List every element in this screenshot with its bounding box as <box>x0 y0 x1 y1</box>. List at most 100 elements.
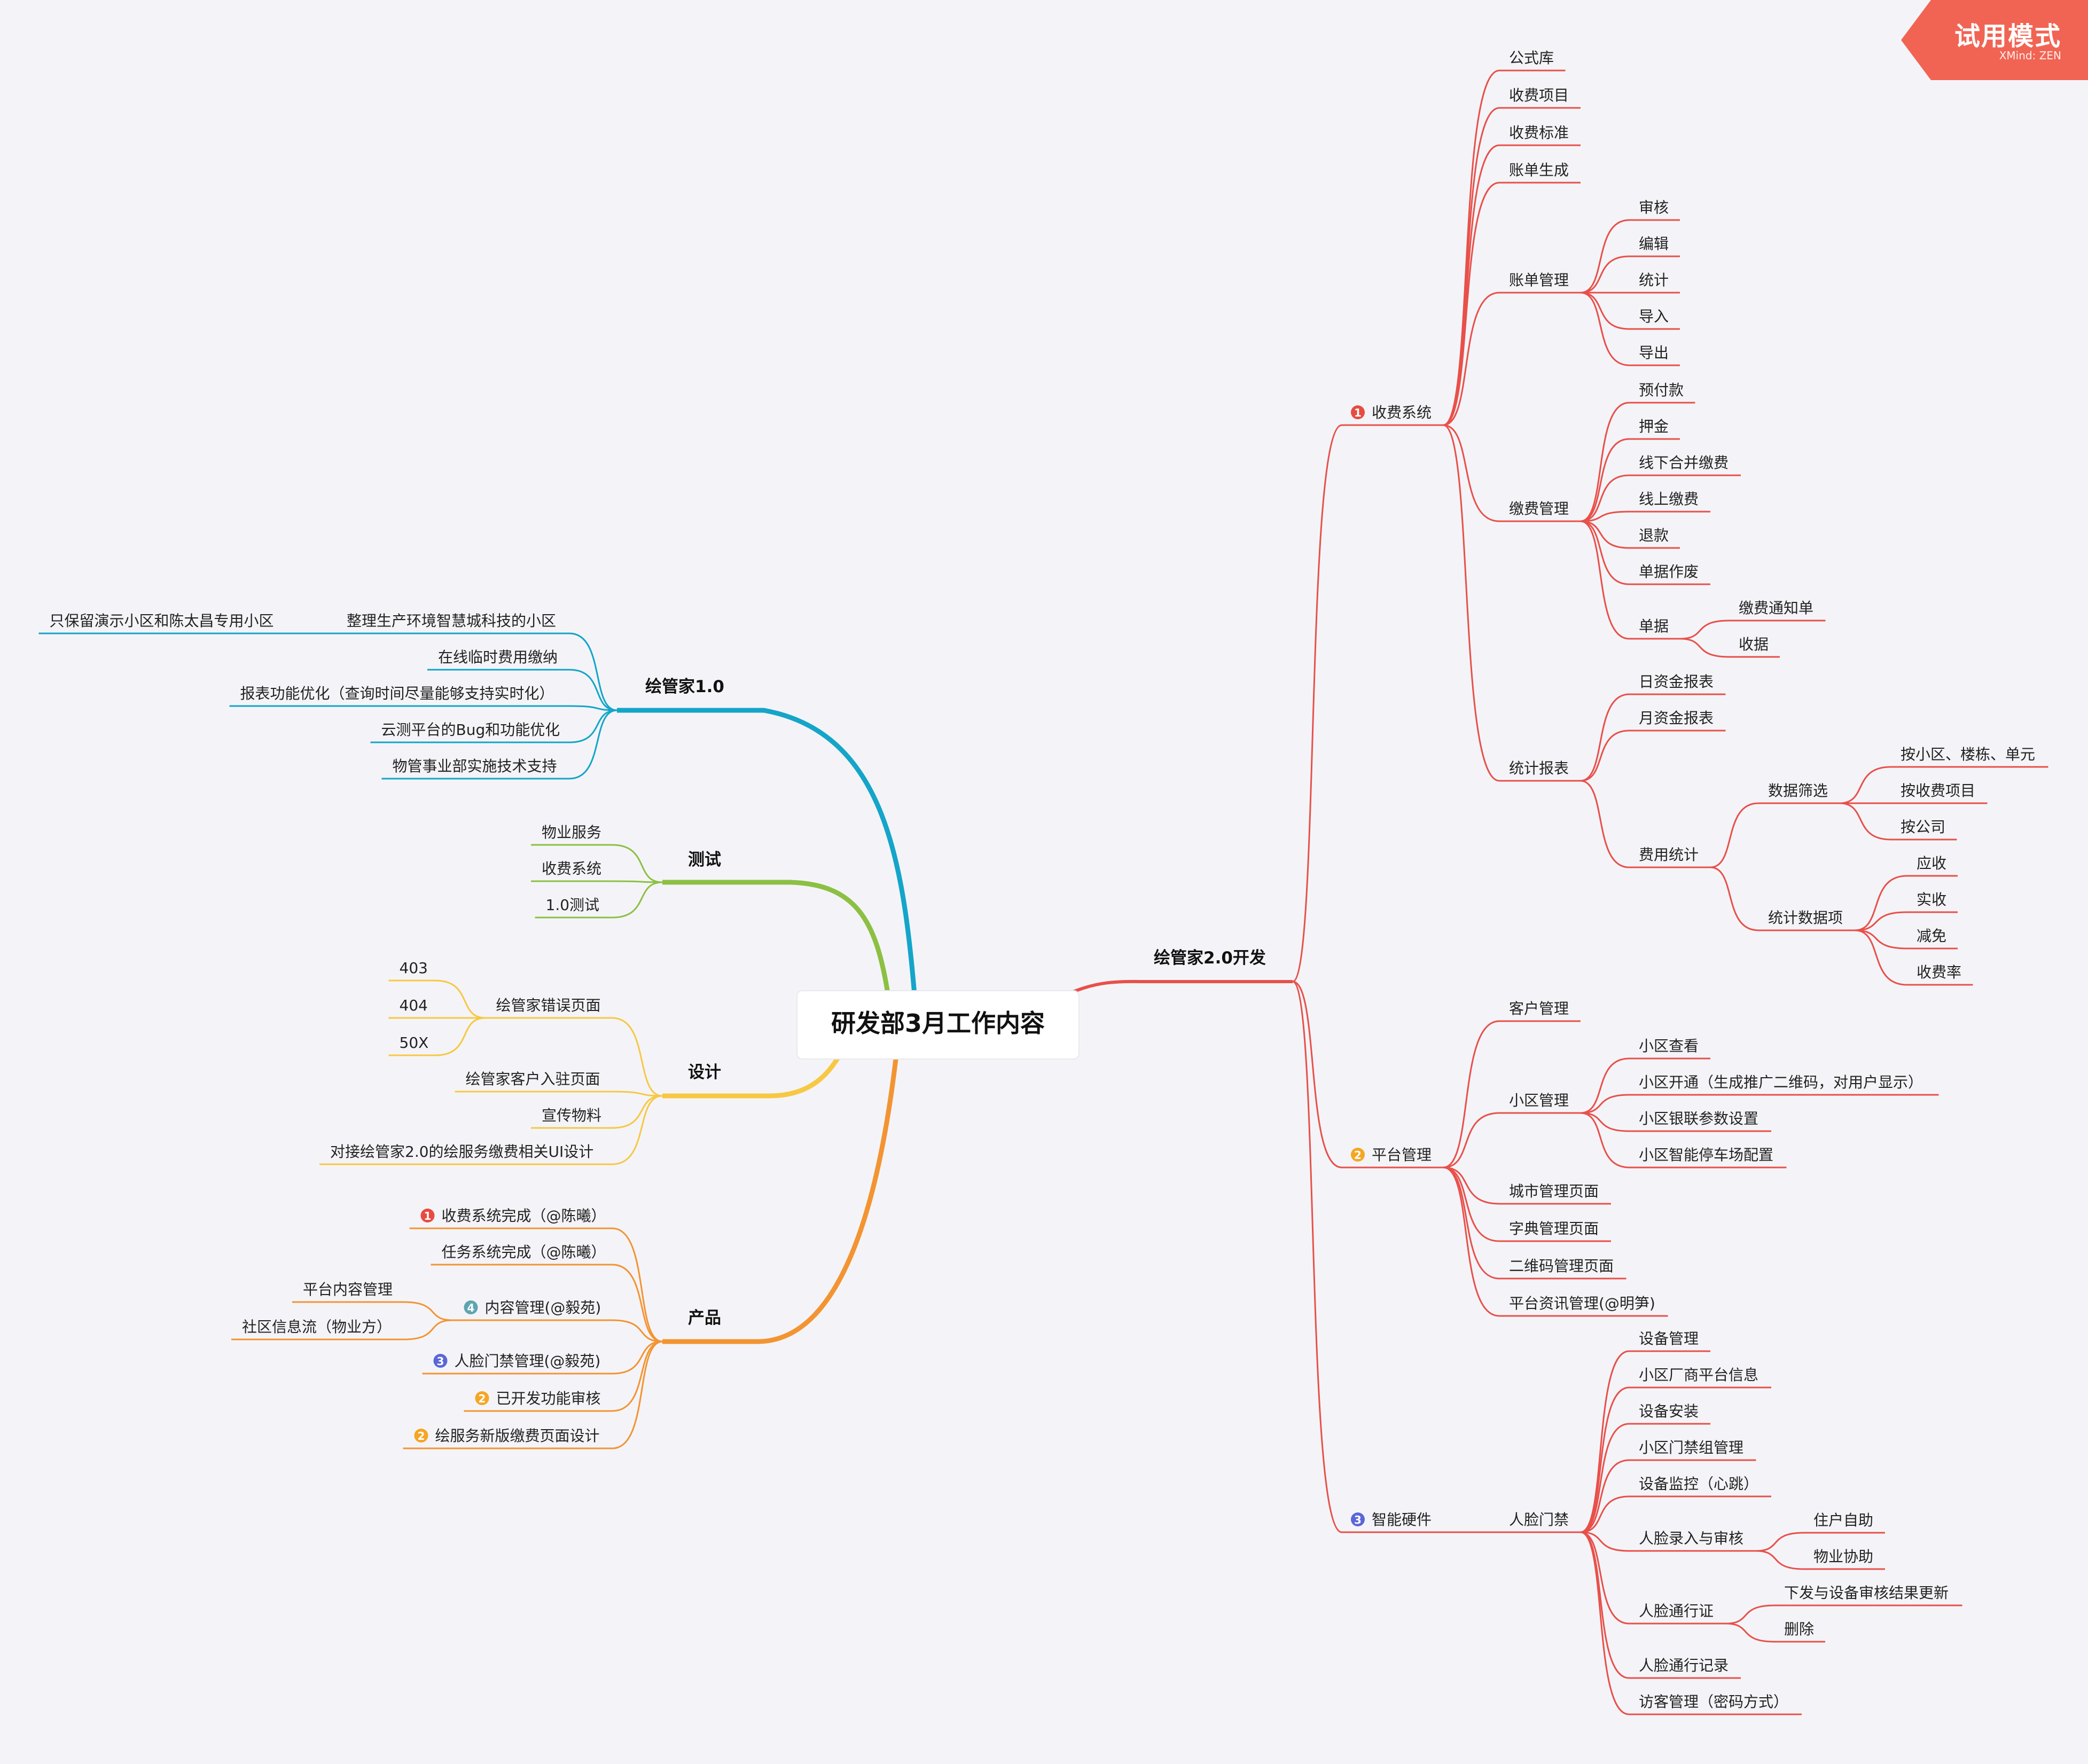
error-code-403[interactable]: 403 <box>400 959 428 977</box>
content-item-1[interactable]: 社区信息流（物业方） <box>242 1318 392 1336</box>
error-code-404[interactable]: 404 <box>400 997 428 1014</box>
topic-fee-stats[interactable]: 费用统计 <box>1639 846 1699 864</box>
node-[interactable]: 退款 <box>1639 527 1669 544</box>
priority-2-icon: 2 <box>475 1391 489 1405</box>
node-[interactable]: 押金 <box>1639 418 1669 435</box>
branch-v1[interactable]: 绘管家1.0 <box>645 677 724 696</box>
test-item-2[interactable]: 1.0测试 <box>546 896 600 914</box>
node-[interactable]: 人脸通行记录 <box>1639 1657 1729 1674</box>
node-[interactable]: 账单生成 <box>1509 161 1569 179</box>
svg-text:2: 2 <box>479 1392 486 1405</box>
product-item-5[interactable]: 绘服务新版缴费页面设计 <box>435 1427 600 1445</box>
node-[interactable]: 设备监控（心跳） <box>1639 1475 1758 1493</box>
node-[interactable]: 小区智能停车场配置 <box>1639 1146 1773 1164</box>
node-[interactable]: 报表功能优化（查询时间尽量能够支持实时化） <box>240 685 554 702</box>
node-[interactable]: 城市管理页面 <box>1509 1182 1599 1200</box>
branch-product[interactable]: 产品 <box>688 1308 721 1328</box>
node-[interactable]: 二维码管理页面 <box>1509 1257 1614 1275</box>
node-[interactable]: 小区查看 <box>1639 1037 1699 1055</box>
branch-design[interactable]: 设计 <box>688 1063 721 1082</box>
node-[interactable]: 减免 <box>1917 927 1946 945</box>
svg-text:2: 2 <box>1354 1149 1362 1162</box>
node-[interactable]: 物业协助 <box>1813 1548 1873 1565</box>
node-bug[interactable]: 云测平台的Bug和功能优化 <box>381 721 560 739</box>
node-[interactable]: 整理生产环境智慧城科技的小区 <box>347 612 556 630</box>
topic-platform-mgmt[interactable]: 平台管理 <box>1372 1146 1432 1164</box>
node-[interactable]: 审核 <box>1639 199 1669 216</box>
topic-stat-report[interactable]: 统计报表 <box>1509 759 1569 777</box>
topic-fee-system[interactable]: 收费系统 <box>1372 404 1432 421</box>
error-code-50x[interactable]: 50X <box>400 1034 429 1052</box>
svg-text:3: 3 <box>1354 1514 1362 1526</box>
topic-stat-metrics[interactable]: 统计数据项 <box>1768 909 1843 927</box>
branch-test[interactable]: 测试 <box>688 850 721 869</box>
topic-receipt[interactable]: 单据 <box>1639 617 1669 635</box>
topic-face-pass[interactable]: 人脸通行证 <box>1639 1602 1714 1620</box>
topic-face-access[interactable]: 人脸门禁 <box>1509 1511 1569 1528</box>
topic-payment-mgmt[interactable]: 缴费管理 <box>1509 500 1569 518</box>
node-[interactable]: 删除 <box>1784 1620 1814 1638</box>
node-[interactable]: 预付款 <box>1639 381 1684 399</box>
node-[interactable]: 客户管理 <box>1509 1000 1569 1017</box>
node-[interactable]: 收费标准 <box>1509 124 1569 142</box>
product-item-3[interactable]: 人脸门禁管理(@毅苑) <box>455 1352 601 1370</box>
svg-text:2: 2 <box>418 1430 425 1442</box>
node-[interactable]: 统计 <box>1639 271 1669 289</box>
node-[interactable]: 单据作废 <box>1639 563 1699 581</box>
product-item-4[interactable]: 已开发功能审核 <box>496 1390 601 1407</box>
node-[interactable]: 访客管理（密码方式） <box>1639 1693 1788 1711</box>
node-[interactable]: 在线临时费用缴纳 <box>438 648 558 666</box>
topic-community-mgmt[interactable]: 小区管理 <box>1509 1092 1569 1109</box>
node-[interactable]: 应收 <box>1917 854 1946 872</box>
svg-text:1: 1 <box>424 1210 432 1222</box>
node-[interactable]: 线下合并缴费 <box>1639 454 1729 472</box>
node-[interactable]: 字典管理页面 <box>1509 1220 1599 1237</box>
root-topic[interactable]: 研发部3月工作内容 <box>796 990 1080 1060</box>
node-[interactable]: 只保留演示小区和陈太昌专用小区 <box>50 612 274 630</box>
node-[interactable]: 日资金报表 <box>1639 673 1714 691</box>
node-[interactable]: 小区厂商平台信息 <box>1639 1366 1758 1384</box>
node-[interactable]: 收据 <box>1739 636 1769 653</box>
node-[interactable]: 下发与设备审核结果更新 <box>1784 1584 1949 1602</box>
node-[interactable]: 公式库 <box>1509 49 1554 67</box>
topic-error-pages[interactable]: 绘管家错误页面 <box>496 997 601 1014</box>
product-item-0[interactable]: 收费系统完成（@陈曦） <box>442 1207 606 1225</box>
node-[interactable]: 实收 <box>1917 891 1946 908</box>
node-[interactable]: 绘管家客户入驻页面 <box>466 1070 600 1088</box>
node-[interactable]: 导入 <box>1639 308 1669 325</box>
node-[interactable]: 按公司 <box>1901 818 1945 836</box>
topic-fee-items[interactable]: 收费项目 <box>1509 87 1569 104</box>
node-[interactable]: 物管事业部实施技术支持 <box>393 757 557 775</box>
test-item-1[interactable]: 收费系统 <box>542 860 601 877</box>
topic-face-entry[interactable]: 人脸录入与审核 <box>1639 1530 1743 1547</box>
node-[interactable]: 导出 <box>1639 344 1669 362</box>
node-[interactable]: 小区开通（生成推广二维码，对用户显示） <box>1639 1073 1923 1091</box>
priority-4-icon: 4 <box>464 1300 478 1314</box>
topic-data-filter[interactable]: 数据筛选 <box>1768 782 1828 799</box>
node-[interactable]: 住户自助 <box>1813 1511 1873 1529</box>
trial-mode-ribbon[interactable]: 试用模式 XMind: ZEN <box>1901 0 2088 80</box>
product-item-1[interactable]: 任务系统完成（@陈曦） <box>442 1243 606 1261</box>
node-[interactable]: 收费率 <box>1917 963 1961 981</box>
node-2-0-ui[interactable]: 对接绘管家2.0的绘服务缴费相关UI设计 <box>330 1143 593 1161</box>
node-[interactable]: 小区银联参数设置 <box>1639 1110 1758 1127</box>
node-[interactable]: 宣传物料 <box>542 1107 601 1124</box>
branch-v2-dev[interactable]: 绘管家2.0开发 <box>1154 948 1266 968</box>
node-[interactable]: 月资金报表 <box>1639 709 1714 727</box>
content-item-0[interactable]: 平台内容管理 <box>303 1281 393 1298</box>
node-[interactable]: 按收费项目 <box>1901 782 1975 799</box>
node-[interactable]: 编辑 <box>1639 235 1669 253</box>
node-[interactable]: 线上缴费 <box>1639 490 1699 508</box>
node-[interactable]: 平台资讯管理(@明笋) <box>1509 1295 1655 1312</box>
node-[interactable]: 设备安装 <box>1639 1402 1699 1420</box>
node-[interactable]: 设备管理 <box>1639 1330 1699 1347</box>
node-[interactable]: 缴费通知单 <box>1739 599 1813 617</box>
priority-1-icon: 1 <box>1351 405 1365 419</box>
node-[interactable]: 按小区、楼栋、单元 <box>1901 746 2035 763</box>
test-item-0[interactable]: 物业服务 <box>542 824 601 841</box>
node-[interactable]: 小区门禁组管理 <box>1639 1439 1743 1456</box>
topic-smart-hardware[interactable]: 智能硬件 <box>1372 1511 1432 1528</box>
product-item-2[interactable]: 内容管理(@毅苑) <box>485 1299 601 1316</box>
topic-bill-mgmt[interactable]: 账单管理 <box>1509 271 1569 289</box>
